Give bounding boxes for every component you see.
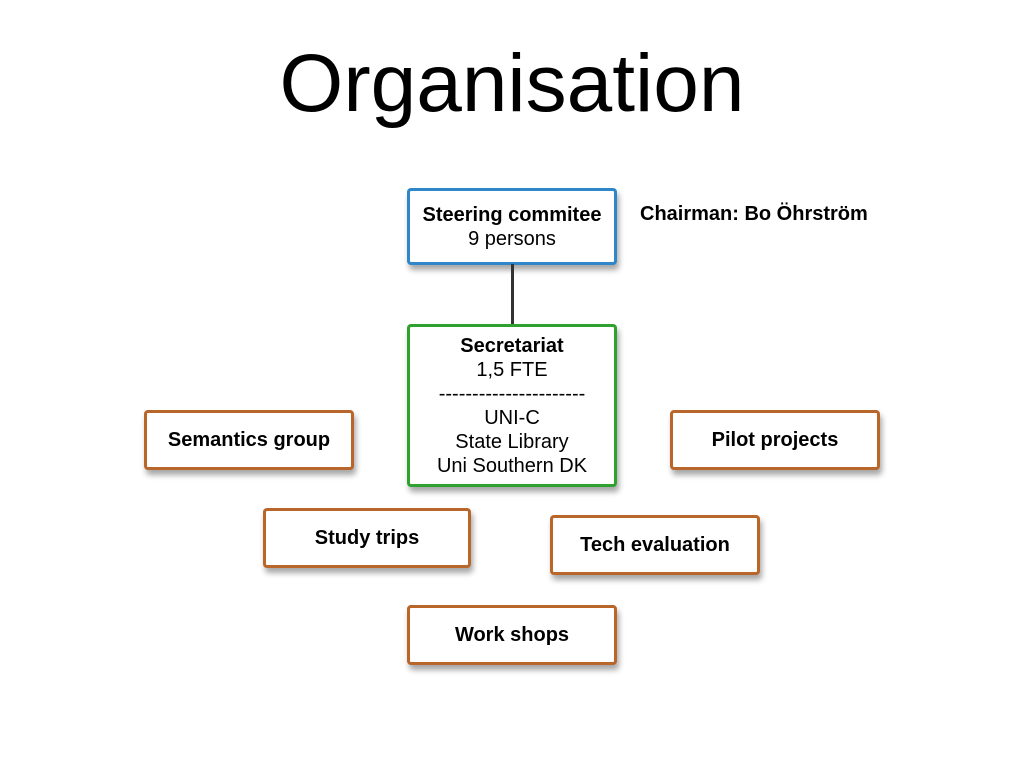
tech-evaluation-label: Tech evaluation: [580, 534, 730, 556]
steering-committee-detail: 9 persons: [468, 227, 556, 250]
study-trips-label: Study trips: [314, 527, 420, 549]
slide-title: Organisation: [279, 38, 745, 129]
secretariat-member: Uni Southern DK: [436, 454, 588, 477]
steering-committee-name: Steering commitee: [422, 203, 602, 226]
work-shops-label: Work shops: [454, 624, 570, 646]
tech-evaluation-box: Tech evaluation: [550, 515, 760, 575]
secretariat-fte: 1,5 FTE: [476, 358, 548, 381]
work-shops-box: Work shops: [407, 605, 617, 665]
chairman-label: Chairman: Bo Öhrström: [640, 203, 868, 225]
pilot-projects-box: Pilot projects: [670, 410, 880, 470]
steering-committee-box: Steering commitee 9 persons: [407, 188, 617, 265]
secretariat-separator: ----------------------: [438, 382, 586, 405]
semantics-group-box: Semantics group: [144, 410, 354, 470]
pilot-projects-label: Pilot projects: [711, 429, 839, 451]
secretariat-box: Secretariat 1,5 FTE --------------------…: [407, 324, 617, 487]
study-trips-box: Study trips: [263, 508, 471, 568]
secretariat-member: UNI-C: [484, 406, 540, 429]
semantics-group-label: Semantics group: [167, 429, 331, 451]
secretariat-member: State Library: [455, 430, 569, 453]
secretariat-name: Secretariat: [460, 334, 564, 357]
connector-line: [511, 264, 514, 326]
